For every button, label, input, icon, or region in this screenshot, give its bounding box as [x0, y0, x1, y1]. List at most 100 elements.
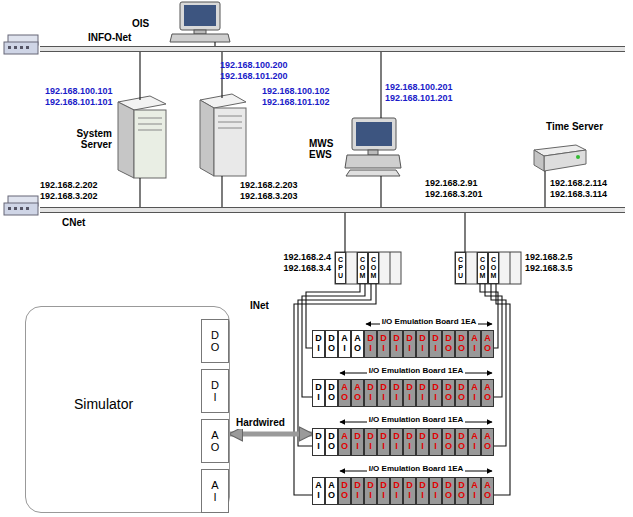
io-module: D O	[442, 477, 455, 505]
network-link	[380, 176, 381, 207]
io-module: D I	[403, 428, 416, 456]
module-name: C O M	[479, 256, 486, 279]
signal-port: D O	[201, 319, 229, 363]
ip-address: 192.168.2.203 192.168.3.203	[240, 180, 325, 202]
io-module: A O	[481, 330, 494, 358]
signal-type: A O	[327, 481, 336, 501]
signal-type: A O	[340, 432, 349, 452]
network-hub	[14, 207, 17, 210]
server-icon	[138, 118, 162, 119]
io-module: D I	[429, 379, 442, 407]
network-name: INet	[250, 300, 269, 311]
signal-type: D O	[444, 334, 453, 354]
network-hub	[20, 207, 23, 210]
network-link	[380, 52, 381, 118]
signal-type: D O	[444, 383, 453, 403]
signal-type: D I	[366, 334, 375, 354]
workstation-icon	[356, 122, 392, 146]
signal-type: D I	[314, 383, 323, 403]
io-module: A O	[351, 379, 364, 407]
server-node: 192.168.100.102 192.168.101.102192.168.2…	[200, 98, 246, 176]
signal-type: D I	[392, 334, 401, 354]
io-module: D I	[429, 330, 442, 358]
signal-type: A O	[353, 334, 362, 354]
signal-type: D O	[340, 481, 349, 501]
rack-module: C P U	[455, 252, 466, 284]
signal-type: D I	[418, 334, 427, 354]
computer-icon	[170, 2, 230, 42]
server-icon	[218, 122, 242, 123]
span-arrow	[340, 324, 492, 471]
io-module: D I	[312, 379, 325, 407]
computer-icon	[170, 34, 230, 42]
network-link	[464, 213, 465, 252]
board-title: I/O Emulation Board 1EA	[380, 316, 479, 327]
io-module: D I	[390, 428, 403, 456]
module-name: C O M	[359, 256, 366, 279]
module-name: C O M	[370, 256, 377, 279]
module-name: C P U	[457, 256, 464, 279]
signal-type: A O	[483, 334, 492, 354]
io-module: D O	[455, 428, 468, 456]
io-module: A O	[325, 477, 338, 505]
network-bus: CNet	[40, 207, 625, 213]
signal-type: D I	[431, 481, 440, 501]
io-module: D I	[351, 477, 364, 505]
io-module: A O	[351, 330, 364, 358]
server-icon	[200, 100, 214, 176]
workstation-icon	[368, 150, 378, 155]
signal-type: D I	[431, 334, 440, 354]
io-module: A O	[481, 379, 494, 407]
server-icon	[134, 110, 166, 178]
server-icon	[214, 108, 246, 176]
controller-rack	[390, 252, 391, 284]
io-cable	[491, 284, 506, 446]
network-hub	[4, 196, 38, 215]
board-title: I/O Emulation Board 1EA	[367, 365, 466, 376]
computer-icon	[184, 5, 216, 26]
controller-rack	[455, 252, 521, 284]
io-module: D O	[325, 379, 338, 407]
ip-address: 192.168.2.4 192.168.3.4	[271, 252, 331, 274]
workstation-icon	[345, 155, 401, 168]
signal-type: D I	[405, 481, 414, 501]
signal-type: A I	[340, 334, 349, 354]
signal-type: D O	[457, 383, 466, 403]
io-module: D I	[403, 330, 416, 358]
simulator-box: SimulatorD OD IA OA I	[25, 306, 230, 513]
rack-module: C O M	[488, 252, 499, 284]
signal-type: D I	[392, 383, 401, 403]
io-module: D I	[364, 428, 377, 456]
ip-address: 192.168.2.114 192.168.3.114	[550, 178, 630, 200]
io-module: D I	[403, 477, 416, 505]
io-board-row: I/O Emulation Board 1EAD ID OA OD ID ID …	[312, 416, 494, 456]
port-name: A I	[210, 479, 221, 503]
network-hub	[14, 46, 17, 49]
io-module: D O	[455, 477, 468, 505]
signal-type: D I	[379, 383, 388, 403]
workstation-icon	[345, 118, 401, 176]
signal-type: A I	[470, 481, 479, 501]
io-module: D I	[312, 428, 325, 456]
ip-address: 192.168.2.202 192.168.3.202	[40, 180, 125, 202]
signal-port: A O	[201, 419, 229, 463]
server-icon	[138, 130, 162, 131]
io-board-row: I/O Emulation Board 1EAD ID OA IA OD ID …	[312, 318, 494, 358]
controller-rack	[335, 252, 401, 284]
signal-type: A I	[470, 334, 479, 354]
signal-type: A O	[483, 481, 492, 501]
signal-type: D I	[405, 383, 414, 403]
io-module: D O	[455, 330, 468, 358]
signal-type: D I	[366, 383, 375, 403]
time-server-node: Time Server192.168.2.114 192.168.3.114	[530, 145, 586, 171]
controller-rack	[335, 252, 401, 284]
io-module: D I	[351, 428, 364, 456]
computer-icon	[194, 30, 206, 34]
io-module: D I	[364, 477, 377, 505]
network-link	[139, 178, 140, 207]
signal-type: D I	[314, 334, 323, 354]
port-name: D O	[210, 329, 221, 353]
device-name: OIS	[132, 18, 149, 29]
io-module: D I	[390, 379, 403, 407]
io-module: D I	[364, 379, 377, 407]
